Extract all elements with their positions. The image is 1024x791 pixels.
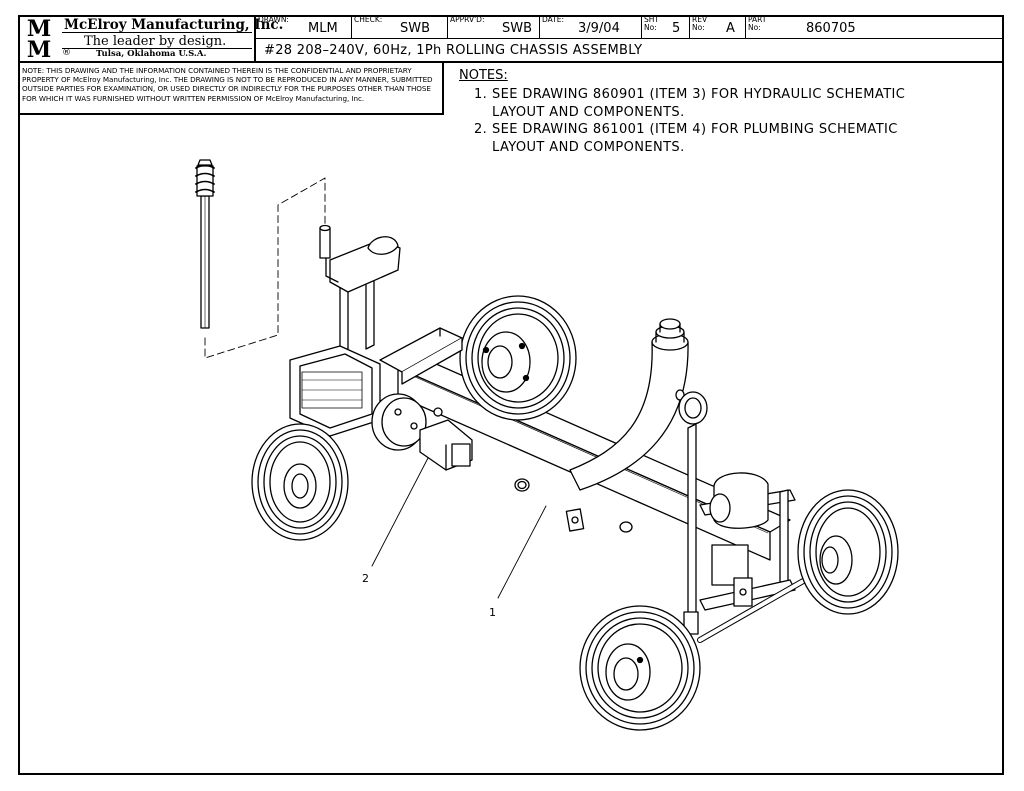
- logo-letter-top: M: [27, 17, 51, 42]
- registered-mark: ®: [62, 48, 71, 58]
- check-label: CHECK:: [354, 15, 383, 24]
- logo-letter-bottom: M: [27, 37, 51, 59]
- company-location: Tulsa, Oklahoma U.S.A.: [96, 49, 207, 59]
- wheel-rear-right-outer: [797, 489, 899, 615]
- part-label: PART No:: [748, 15, 767, 32]
- check-value: SWB: [400, 21, 431, 36]
- divider: [62, 48, 252, 49]
- wheel-rear-right: [459, 295, 577, 421]
- confidentiality-text: NOTE: THIS DRAWING AND THE INFORMATION C…: [22, 66, 433, 103]
- note-line: LAYOUT AND COMPONENTS.: [492, 105, 685, 120]
- drawn-value: MLM: [308, 21, 338, 36]
- date-cell: DATE: 3/9/04: [540, 15, 642, 39]
- leader-line-item-1: [497, 505, 547, 599]
- company-tagline: The leader by design.: [84, 34, 227, 49]
- tow-post-with-ring: [678, 391, 708, 635]
- notes-heading: NOTES:: [459, 68, 508, 83]
- callout-item-1: 1: [489, 606, 496, 619]
- wheel-front-bottom: [579, 605, 701, 731]
- note-item: 1. SEE DRAWING 860901 (ITEM 3) FOR HYDRAU…: [474, 86, 905, 122]
- rev-label: REV No:: [692, 15, 708, 32]
- leader-line-item-2: [371, 457, 429, 567]
- hydraulic-pump: [371, 393, 473, 471]
- company-name: McElroy Manufacturing, Inc.: [64, 17, 284, 33]
- note-line: LAYOUT AND COMPONENTS.: [492, 140, 685, 155]
- sheet-label: SHT No:: [644, 15, 659, 32]
- sheet-value: 5: [672, 21, 681, 36]
- drawn-cell: DRAWN: MLM: [256, 15, 352, 39]
- mm-logo-icon: M M: [20, 17, 58, 59]
- apprvd-cell: APPRV'D: SWB: [448, 15, 540, 39]
- motor-housing: [289, 345, 381, 437]
- check-cell: CHECK: SWB: [352, 15, 448, 39]
- divider: [62, 32, 252, 33]
- note-item: 2. SEE DRAWING 861001 (ITEM 4) FOR PLUMBI…: [474, 121, 898, 157]
- callout-item-2: 2: [362, 572, 369, 585]
- part-value: 860705: [806, 21, 856, 36]
- curved-pipe: [569, 318, 689, 491]
- drawn-label: DRAWN:: [258, 15, 289, 24]
- date-label: DATE:: [542, 15, 565, 24]
- removable-pin: [195, 159, 215, 329]
- apprvd-label: APPRV'D:: [450, 15, 485, 24]
- company-logo-block: M M McElroy Manufacturing, Inc. The lead…: [18, 15, 283, 63]
- sheet-cell: SHT No: 5: [642, 15, 690, 39]
- left-upright-post: [319, 224, 401, 365]
- note-number: 1.: [474, 87, 488, 102]
- rev-cell: REV No: A: [690, 15, 746, 39]
- part-cell: PART No: 860705: [746, 15, 1004, 39]
- note-number: 2.: [474, 122, 488, 137]
- confidentiality-note: NOTE: THIS DRAWING AND THE INFORMATION C…: [18, 63, 444, 115]
- drawing-sheet-border: [18, 15, 1004, 775]
- rev-value: A: [726, 21, 735, 36]
- pin-leader-dashed: [204, 177, 326, 359]
- drawing-title: #28 208–240V, 60Hz, 1Ph ROLLING CHASSIS …: [264, 43, 643, 58]
- beam-handle: [379, 327, 463, 385]
- apprvd-value: SWB: [502, 21, 533, 36]
- title-block-fields: DRAWN: MLM CHECK: SWB APPRV'D: SWB DATE:…: [256, 15, 1004, 39]
- date-value: 3/9/04: [578, 21, 620, 36]
- drawing-title-row: #28 208–240V, 60Hz, 1Ph ROLLING CHASSIS …: [256, 39, 1004, 63]
- note-line: SEE DRAWING 861001 (ITEM 4) FOR PLUMBING…: [492, 122, 898, 137]
- rear-cradle-frame: [699, 472, 796, 611]
- note-line: SEE DRAWING 860901 (ITEM 3) FOR HYDRAULI…: [492, 87, 906, 102]
- wheel-front-left: [251, 423, 349, 541]
